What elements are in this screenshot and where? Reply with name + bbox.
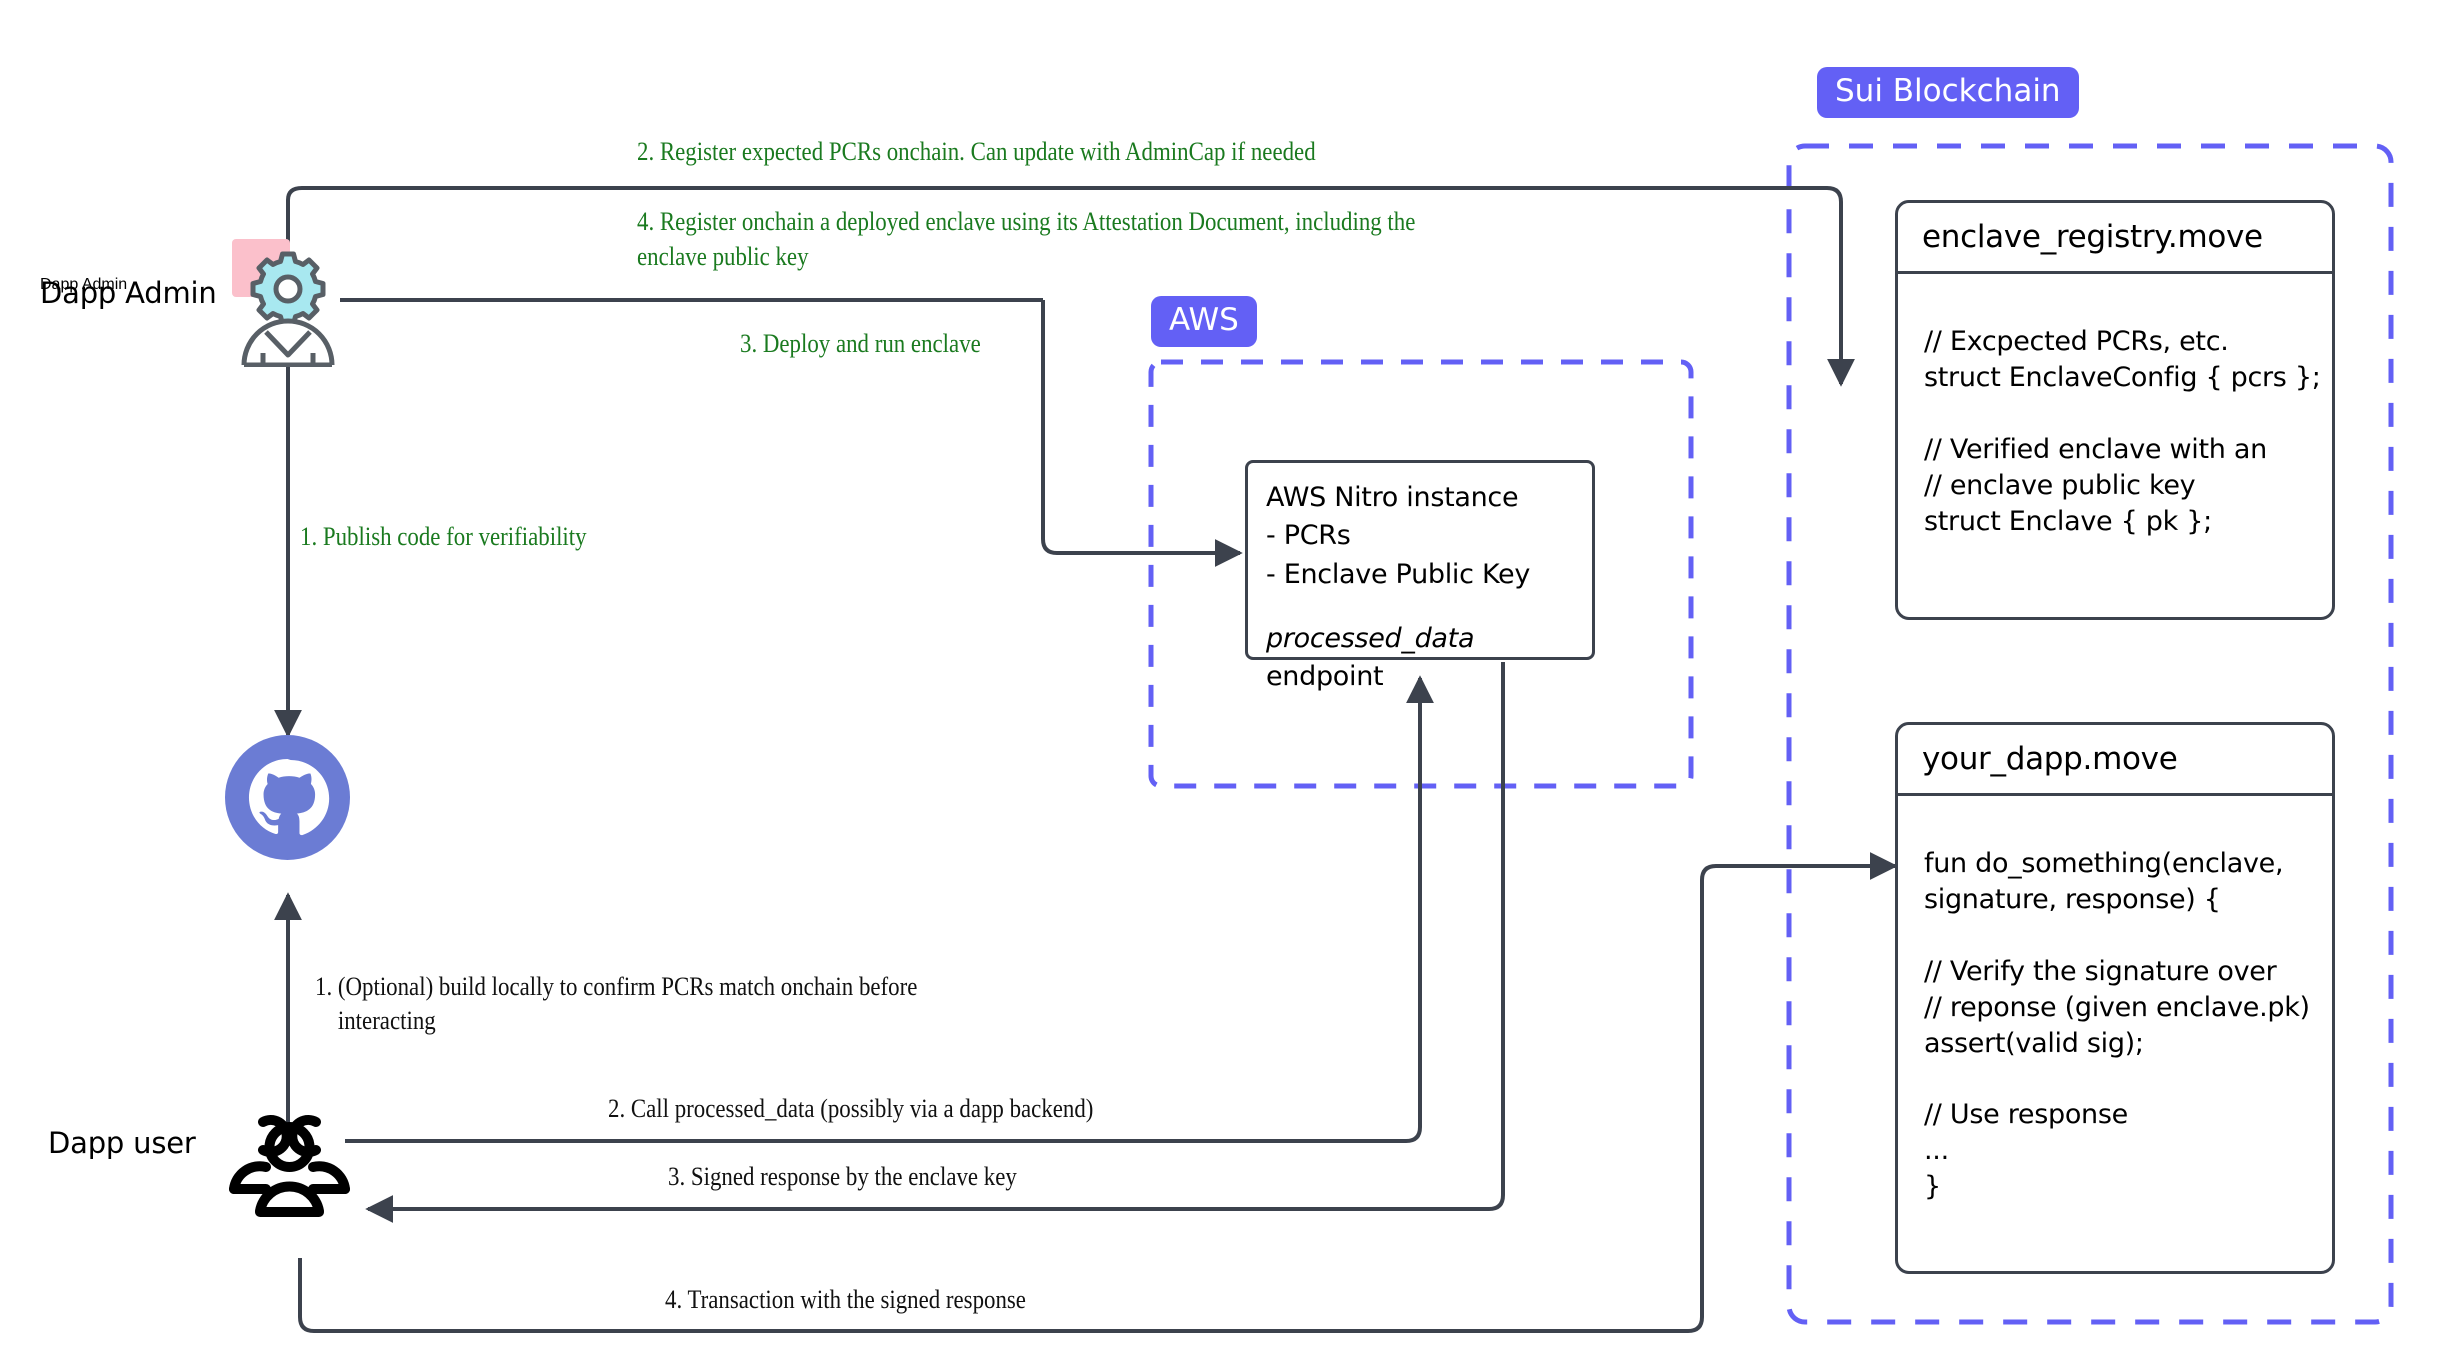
connector-register-pcrs [286,186,1855,387]
nitro-endpoint-line: processed_data endpoint [1266,620,1592,697]
aws-nitro-instance-box: AWS Nitro instance - PCRs - Enclave Publ… [1245,460,1595,692]
module-enclave-registry: enclave_registry.move // Excpected PCRs,… [1895,200,2335,620]
connector-signed-response [365,662,1505,1223]
step-admin-1-label: 1. Publish code for verifiability [300,522,587,551]
nitro-endpoint-name: processed_data [1266,622,1475,654]
connector-call-processed-data [345,675,1434,1143]
step-admin-4-label: 4. Register onchain a deployed enclave u… [637,207,1416,271]
admin-label: Dapp Admin [40,276,128,293]
module-your-dapp-title: your_dapp.move [1898,725,2332,796]
step-user-1-head: 1. (Optional) build locally to confirm P… [315,971,918,1001]
dapp-user-label: Dapp user [48,1126,196,1160]
dapp-admin-label: Dapp Admin [40,276,217,310]
module-enclave-registry-body: // Excpected PCRs, etc. struct EnclaveCo… [1924,326,2321,537]
module-your-dapp-body: fun do_something(enclave, signature, res… [1924,848,2310,1203]
github-icon [225,735,350,860]
step-user-1-cont: interacting [337,1006,436,1036]
nitro-endpoint-suffix: endpoint [1266,661,1384,693]
sui-zone-tag: Sui Blockchain [1817,67,2079,118]
step-admin-2-label: 2. Register expected PCRs onchain. Can u… [637,137,1316,166]
nitro-lines: AWS Nitro instance - PCRs - Enclave Publ… [1266,482,1531,590]
step-user-2-label: 2. Call processed_data (possibly via a d… [608,1094,1094,1123]
connector-transaction [298,852,1898,1333]
connector-deploy-enclave [1041,300,1243,567]
admin-gear-person-icon [230,237,360,368]
step-user-4-label: 4. Transaction with the signed response [665,1285,1026,1314]
sui-zone-border [1786,143,2394,1325]
users-group-icon [222,1105,357,1240]
aws-zone-tag: AWS [1151,296,1257,347]
module-your-dapp: your_dapp.move fun do_something(enclave,… [1895,722,2335,1274]
step-admin-3-label: 3. Deploy and run enclave [740,329,981,358]
module-enclave-registry-title: enclave_registry.move [1898,203,2332,274]
step-user-3-label: 3. Signed response by the enclave key [668,1162,1017,1191]
step-user-1-label: 1. (Optional) build locally to confirm P… [315,935,1037,1073]
